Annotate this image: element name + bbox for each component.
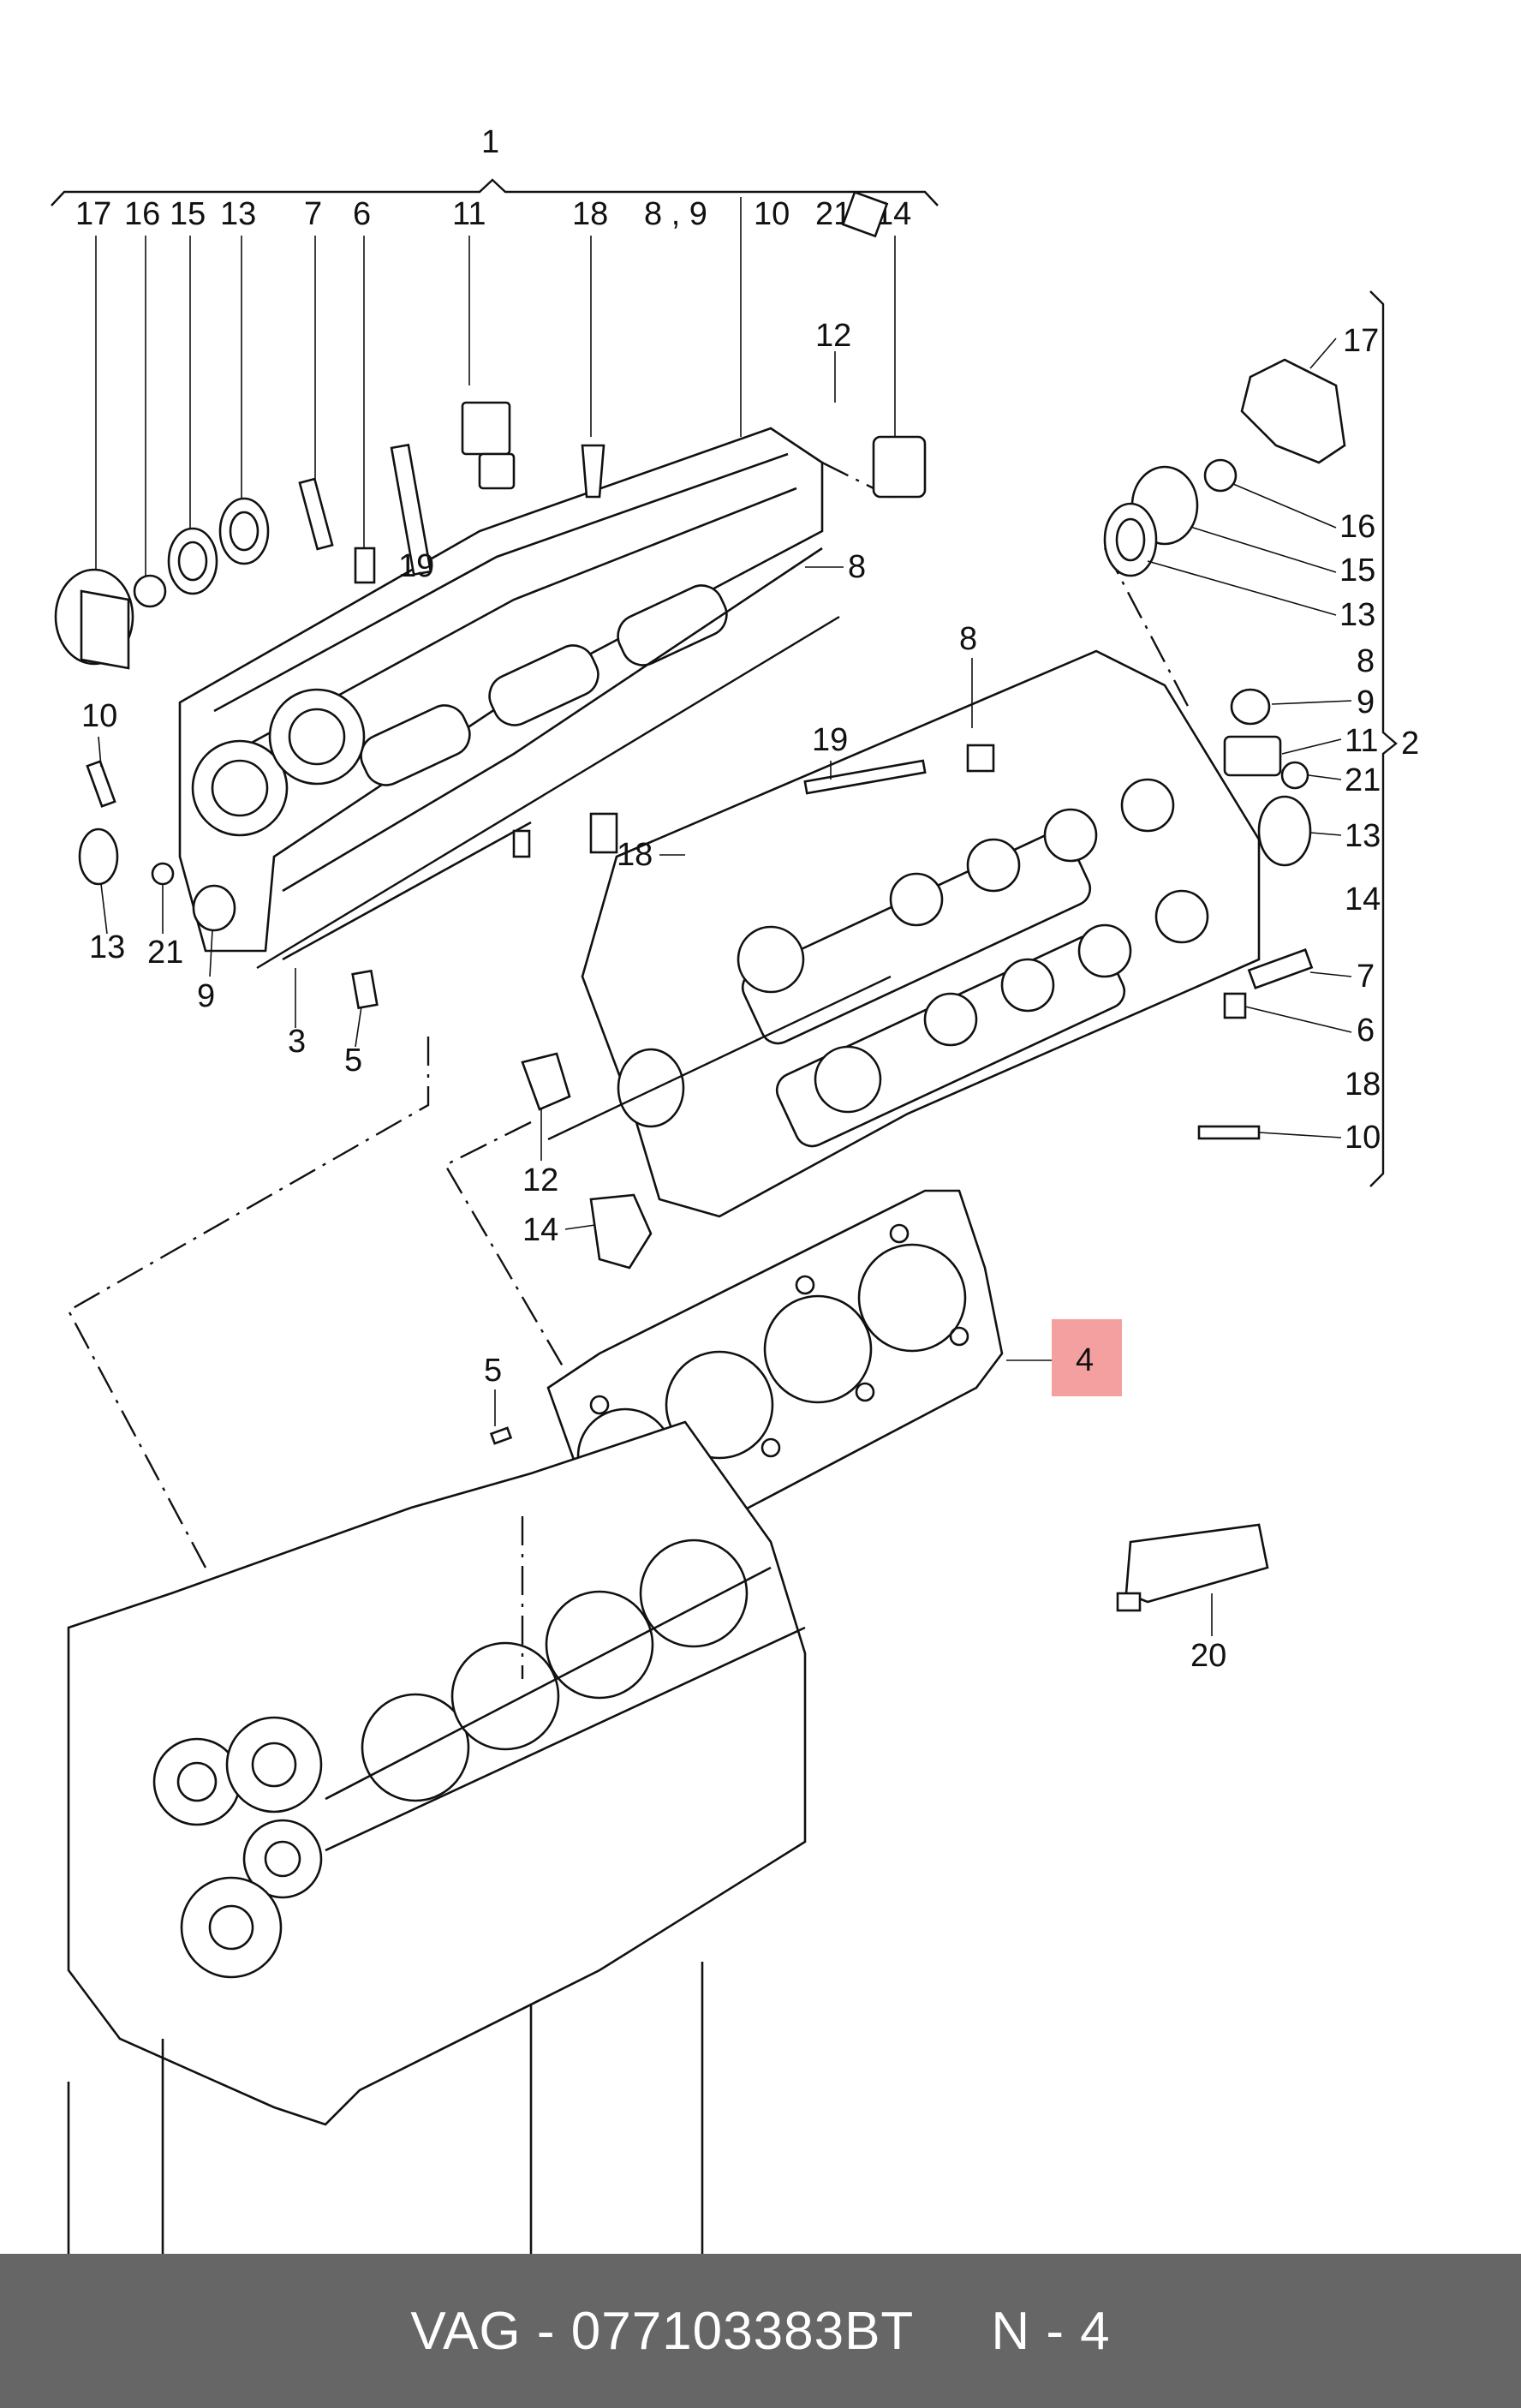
callout-8-9-top[interactable]: 8 , 9	[644, 196, 707, 232]
callout-20[interactable]: 20	[1190, 1638, 1226, 1674]
part-code: VAG - 077103383BT	[410, 2301, 915, 2361]
small-parts	[78, 759, 1269, 1612]
callout-8-right[interactable]: 8	[1357, 643, 1375, 679]
footer-text: VAG - 077103383BT N - 4	[410, 2301, 1110, 2362]
callout-7-right[interactable]: 7	[1357, 959, 1375, 995]
right-side-parts	[841, 190, 1346, 1140]
callout-17-top[interactable]: 17	[75, 196, 111, 232]
bolts-top-left	[298, 401, 605, 584]
callout-14-bottom[interactable]: 14	[522, 1212, 558, 1248]
callout-11-top[interactable]: 11	[452, 196, 486, 232]
callout-13-right-b[interactable]: 13	[1345, 818, 1381, 854]
exploded-parts-diagram: 1 17 16 15 13 7 6 11 18 8 , 9 10 21 14	[51, 124, 1419, 2254]
callout-17-right[interactable]: 17	[1343, 323, 1379, 359]
callout-12-bottom[interactable]: 12	[522, 1162, 558, 1198]
callout-6-right[interactable]: 6	[1357, 1013, 1375, 1049]
callout-5-upper[interactable]: 5	[344, 1043, 362, 1079]
callout-18-right[interactable]: 18	[1345, 1067, 1381, 1102]
callout-21-left[interactable]: 21	[147, 935, 183, 971]
callout-12-top[interactable]: 12	[815, 318, 851, 354]
middle-leader-lines	[98, 351, 1213, 1636]
cover-17-left	[54, 497, 270, 670]
callout-9-right[interactable]: 9	[1357, 684, 1375, 720]
right-cylinder-head	[547, 649, 1261, 1218]
callout-18-mid[interactable]: 18	[617, 837, 653, 873]
callout-2[interactable]: 2	[1401, 726, 1419, 762]
callout-19-mid[interactable]: 19	[812, 722, 848, 758]
top-row-labels: 17 16 15 13 7 6 11 18 8 , 9 10 21 14	[75, 196, 911, 232]
callout-7-top[interactable]: 7	[304, 196, 322, 232]
callout-4-highlight[interactable]	[1052, 1319, 1122, 1396]
callout-16-right[interactable]: 16	[1339, 509, 1375, 545]
callout-5-lower[interactable]: 5	[484, 1353, 502, 1389]
group-2-bracket: 2	[1369, 290, 1419, 1187]
callout-14-right[interactable]: 14	[1345, 881, 1381, 917]
callout-3[interactable]: 3	[288, 1024, 306, 1060]
callout-10-left[interactable]: 10	[81, 698, 117, 734]
engine-block	[67, 1420, 807, 2254]
callout-21-right[interactable]: 21	[1345, 762, 1381, 798]
top-leader-lines	[95, 197, 896, 583]
middle-labels: 12 19 8 8 10 19 18 13 21 9 3 5 12 14 5 2…	[81, 318, 1226, 1674]
callout-16-top[interactable]: 16	[124, 196, 160, 232]
callout-9-left[interactable]: 9	[197, 978, 215, 1014]
callout-11-right[interactable]: 11	[1345, 723, 1378, 759]
callout-19-left[interactable]: 19	[398, 548, 434, 584]
callout-8-mid[interactable]: 8	[848, 549, 866, 585]
callout-13-left[interactable]: 13	[89, 929, 125, 965]
part-number-footer: VAG - 077103383BT N - 4	[0, 2254, 1521, 2408]
gasket-highlight: 4	[1006, 1319, 1122, 1396]
callout-6-top[interactable]: 6	[353, 196, 371, 232]
group-1-bracket: 1	[51, 124, 939, 206]
callout-10-top[interactable]: 10	[754, 196, 790, 232]
callout-10-right[interactable]: 10	[1345, 1120, 1381, 1156]
callout-8-mid2[interactable]: 8	[959, 621, 977, 657]
position-code: N - 4	[991, 2301, 1111, 2361]
callout-18-top[interactable]: 18	[572, 196, 608, 232]
callout-1[interactable]: 1	[481, 124, 499, 160]
callout-15-right[interactable]: 15	[1339, 553, 1375, 589]
callout-13-right-a[interactable]: 13	[1339, 597, 1375, 633]
callout-13-top[interactable]: 13	[220, 196, 256, 232]
callout-4[interactable]: 4	[1076, 1342, 1094, 1378]
callout-15-top[interactable]: 15	[170, 196, 206, 232]
right-leader-lines	[1147, 338, 1352, 1138]
right-labels: 17 16 15 13 8 9 11 21 13 14 7 6 18 10	[1339, 323, 1381, 1156]
